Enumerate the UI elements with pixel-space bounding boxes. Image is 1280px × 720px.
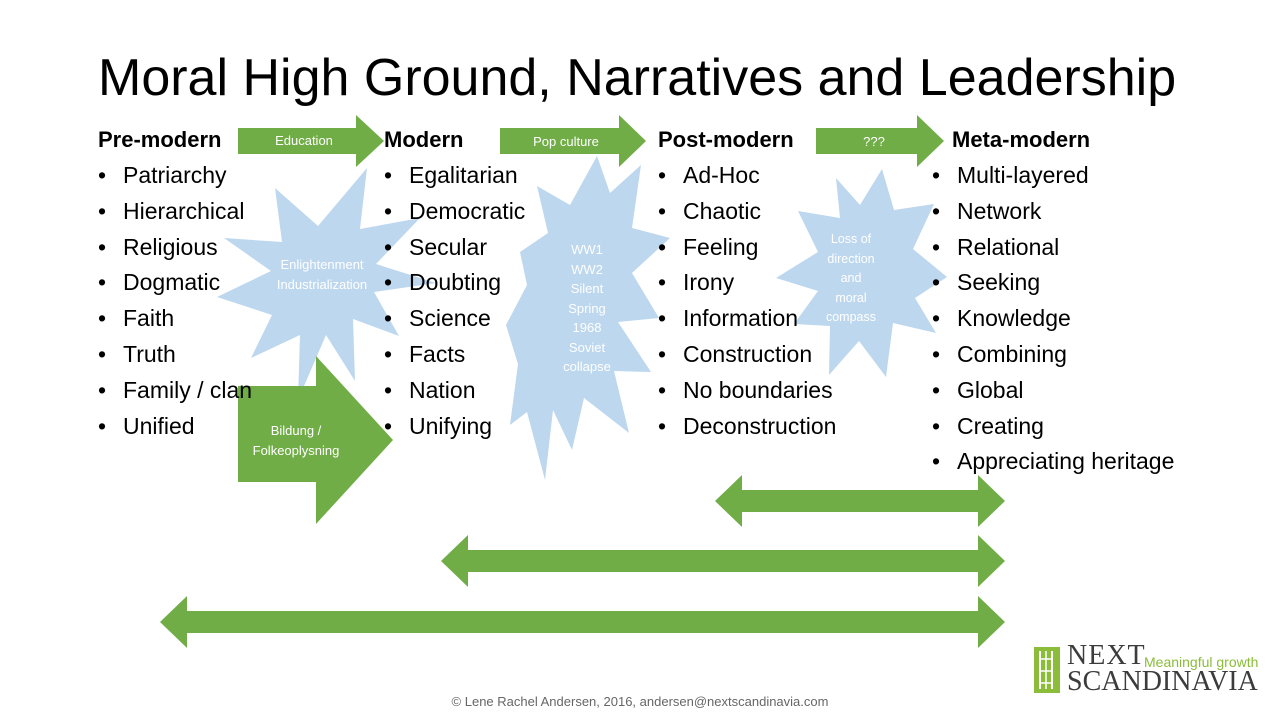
list-item: Information [658, 301, 836, 337]
logo-word-next: NEXT [1067, 640, 1146, 671]
list-item: Knowledge [932, 301, 1174, 337]
list-item: Chaotic [658, 194, 836, 230]
list-item: Construction [658, 337, 836, 373]
list-item: Creating [932, 409, 1174, 445]
item-list: Multi-layered Network Relational Seeking… [932, 158, 1174, 480]
column-modern: Modern Egalitarian Democratic Secular Do… [384, 126, 525, 444]
list-item: Relational [932, 230, 1174, 266]
burst-line: Industrialization [276, 276, 368, 292]
list-item: Democratic [384, 194, 525, 230]
arrow-unknown [816, 115, 944, 167]
list-item: Global [932, 373, 1174, 409]
arrow-bildung-line: Bildung / [270, 423, 322, 438]
arrow-pop-culture-label: Pop culture [533, 134, 599, 149]
list-item: Appreciating heritage [932, 444, 1174, 480]
list-item: Ad-Hoc [658, 158, 836, 194]
column-heading: Meta-modern [952, 127, 1091, 152]
burst-enlightenment-label: Enlightenment Industrialization [262, 255, 382, 294]
double-arrow-medium [441, 535, 1005, 587]
column-heading: Pre-modern [98, 127, 222, 152]
burst-line: 1968 [572, 320, 602, 335]
arrow-bildung [238, 356, 393, 524]
list-item: Faith [98, 301, 252, 337]
list-item: Facts [384, 337, 525, 373]
item-list: Egalitarian Democratic Secular Doubting … [384, 158, 525, 444]
burst-line: Spring [568, 300, 606, 316]
logo-tagline: Meaningful growth [1144, 654, 1259, 670]
burst-line: moral [835, 290, 867, 305]
column-pre-modern: Pre-modern Patriarchy Hierarchical Relig… [98, 126, 252, 444]
slide-title: Moral High Ground, Narratives and Leader… [98, 49, 1177, 107]
next-scandinavia-logo: NEXT Meaningful growth SCANDINAVIA [1032, 640, 1262, 697]
logo-word-scandinavia: SCANDINAVIA [1067, 666, 1258, 697]
burst-line: Soviet [568, 339, 606, 355]
arrow-bildung-label: Bildung / Folkeoplysning [236, 421, 356, 460]
list-item: Seeking [932, 265, 1174, 301]
double-arrow-long [160, 596, 1005, 648]
list-item: Unified [98, 409, 252, 445]
list-item: Patriarchy [98, 158, 252, 194]
arrow-unknown-label: ??? [863, 134, 885, 149]
burst-line: WW1 [571, 242, 603, 257]
list-item: Egalitarian [384, 158, 525, 194]
column-meta-modern: Meta-modern Multi-layered Network Relati… [932, 126, 1174, 480]
list-item: Science [384, 301, 525, 337]
burst-loss-label: Loss of direction and moral compass [816, 230, 886, 328]
logo-mark-icon [1034, 647, 1060, 693]
burst-line: direction [827, 251, 875, 266]
arrow-education [238, 115, 384, 167]
list-item: Doubting [384, 265, 525, 301]
arrow-pop-culture [500, 115, 646, 167]
burst-wars-label: WW1 WW2 Silent Spring 1968 Soviet collap… [552, 240, 622, 377]
burst-line: compass [825, 310, 877, 324]
arrow-education-label: Education [275, 133, 333, 148]
list-item: Hierarchical [98, 194, 252, 230]
list-item: Unifying [384, 409, 525, 445]
copyright-footer: © Lene Rachel Andersen, 2016, andersen@n… [451, 694, 829, 709]
column-post-modern: Post-modern Ad-Hoc Chaotic Feeling Irony… [658, 126, 836, 444]
burst-line: collapse [563, 359, 611, 374]
list-item: Deconstruction [658, 409, 836, 445]
list-item: Religious [98, 230, 252, 266]
burst-enlightenment [217, 168, 436, 400]
double-arrow-short [715, 475, 1005, 527]
list-item: Combining [932, 337, 1174, 373]
list-item: Family / clan [98, 373, 252, 409]
burst-line: Loss of [830, 232, 872, 246]
burst-wars [506, 156, 670, 480]
item-list: Patriarchy Hierarchical Religious Dogmat… [98, 158, 252, 444]
list-item: Network [932, 194, 1174, 230]
list-item: Truth [98, 337, 252, 373]
item-list: Ad-Hoc Chaotic Feeling Irony Information… [658, 158, 836, 444]
column-heading: Modern [384, 127, 464, 152]
list-item: Feeling [658, 230, 836, 266]
arrow-bildung-line: Folkeoplysning [252, 442, 340, 458]
list-item: Secular [384, 230, 525, 266]
list-item: Dogmatic [98, 265, 252, 301]
burst-line: Enlightenment [280, 257, 364, 272]
list-item: Irony [658, 265, 836, 301]
column-heading: Post-modern [658, 127, 794, 152]
list-item: Nation [384, 373, 525, 409]
list-item: No boundaries [658, 373, 836, 409]
burst-line: Silent [570, 281, 604, 296]
burst-line: and [840, 271, 862, 285]
burst-line: WW2 [571, 261, 603, 277]
list-item: Multi-layered [932, 158, 1174, 194]
